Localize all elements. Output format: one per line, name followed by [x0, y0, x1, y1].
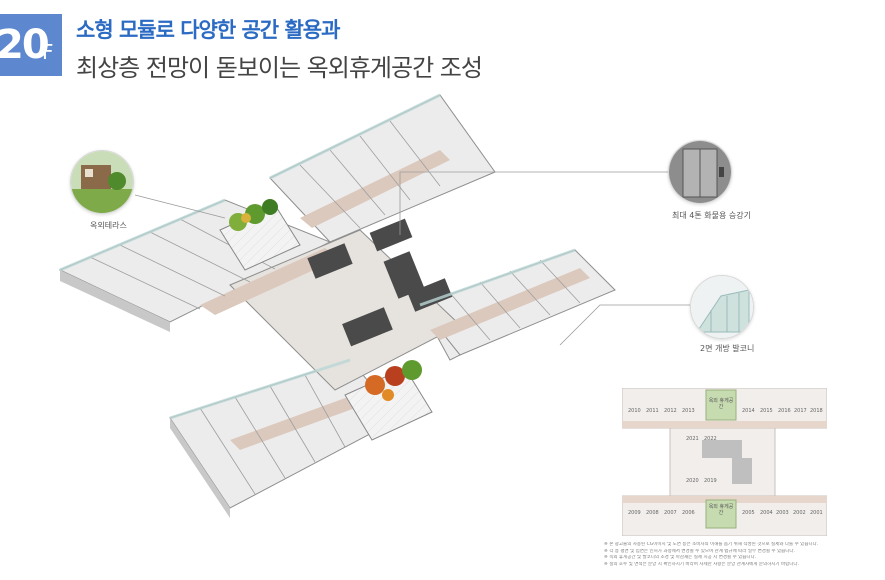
note-line: ※ 옥외 휴게공간 및 발코니의 조경 및 마감재는 실제 시공 시 변경될 수… — [604, 555, 757, 561]
unit-label: 2012 — [664, 408, 677, 414]
unit-label: 2018 — [810, 408, 823, 414]
unit-label: 2020 — [686, 478, 699, 484]
floor-number: 20 — [0, 22, 50, 68]
unit-label: 2011 — [646, 408, 659, 414]
unit-label: 2014 — [742, 408, 755, 414]
floor-suffix: F — [42, 40, 54, 64]
unit-label: 2004 — [760, 510, 773, 516]
unit-label: 2022 — [704, 436, 717, 442]
balcony-caption: 2면 개방 발코니 — [700, 344, 755, 353]
note-line: ※ 실의 호수 및 면적은 분양 시 확인하시기 바라며 자세한 사항은 분양 … — [604, 561, 799, 567]
unit-label: 2013 — [682, 408, 695, 414]
unit-label: 2003 — [776, 510, 789, 516]
unit-label: 2005 — [742, 510, 755, 516]
top-lounge-label: 옥외 휴게공간 — [708, 398, 734, 410]
unit-label: 2007 — [664, 510, 677, 516]
note-line: ※ 각 층 평면 및 입면은 인허가 과정에서 변경될 수 있으며 관계 법규에… — [604, 548, 795, 554]
page-subtitle: 최상층 전망이 돋보이는 옥외휴게공간 조성 — [76, 54, 483, 82]
page-title: 소형 모듈로 다양한 공간 활용과 — [76, 18, 340, 42]
outdoor-terrace-photo — [70, 150, 134, 214]
floor-badge: 20 F — [0, 14, 62, 76]
unit-label: 2017 — [794, 408, 807, 414]
unit-label: 2009 — [628, 510, 641, 516]
elevator-caption: 최대 4톤 화물용 승강기 — [672, 211, 751, 220]
unit-label: 2002 — [793, 510, 806, 516]
unit-label: 2015 — [760, 408, 773, 414]
freight-elevator-photo — [668, 140, 732, 204]
terrace-caption: 옥외테라스 — [90, 221, 127, 230]
unit-label: 2021 — [686, 436, 699, 442]
balcony-glass-photo — [690, 275, 754, 339]
unit-label: 2001 — [810, 510, 823, 516]
unit-label: 2008 — [646, 510, 659, 516]
bottom-lounge-label: 옥외 휴게공간 — [708, 504, 734, 516]
unit-label: 2016 — [778, 408, 791, 414]
disclaimer-notes: ※ 본 광고물의 사용된 CG이미지 및 도면 등은 소비자의 이해를 돕기 위… — [604, 542, 880, 568]
unit-label: 2010 — [628, 408, 641, 414]
floor-plan-key: 2010 2011 2012 2013 2014 2015 2016 2017 … — [621, 387, 828, 537]
unit-label: 2006 — [682, 510, 695, 516]
unit-label: 2019 — [704, 478, 717, 484]
note-line: ※ 본 광고물의 사용된 CG이미지 및 도면 등은 소비자의 이해를 돕기 위… — [604, 542, 819, 547]
